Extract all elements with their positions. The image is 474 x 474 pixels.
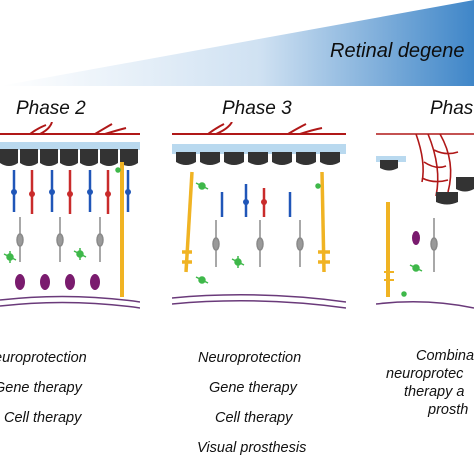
rpe-layer	[0, 149, 138, 166]
bruch-membrane	[376, 156, 406, 162]
phase-3-title: Phase 3	[222, 98, 292, 119]
microglia	[3, 167, 121, 263]
phase-2-title: Phase 2	[16, 98, 86, 119]
bruch-membrane	[0, 142, 140, 150]
bruch-membrane	[172, 144, 346, 154]
retinal-degeneration-label: Retinal degene	[330, 40, 465, 62]
nerve-fiber-layer	[376, 301, 474, 309]
phase-3-therapy-visual-prosthesis: Visual prosthesis	[197, 440, 307, 456]
phase-4-therapy-line-4: prosth	[428, 402, 469, 418]
phase-3-therapy-neuroprotection: Neuroprotection	[198, 350, 302, 366]
phase-4-title: Phas	[430, 98, 474, 119]
blood-vessels	[376, 133, 474, 197]
bipolar-cells	[430, 218, 438, 272]
phase-3-therapy-gene: Gene therapy	[209, 380, 297, 396]
phase-4-therapy-line-2: neuroprotec	[386, 366, 464, 382]
phase-2-therapy-neuroprotection: europrotection	[0, 350, 87, 366]
rpe-layer	[176, 152, 340, 165]
photoreceptors	[220, 184, 292, 217]
bipolar-cells	[212, 220, 304, 267]
bipolar-cells	[16, 217, 104, 262]
microglia	[195, 182, 321, 284]
photoreceptors	[11, 170, 131, 214]
blood-vessels	[172, 122, 346, 135]
microglia	[401, 264, 423, 297]
phase-2-retina-illustration	[0, 122, 140, 309]
nerve-fiber-layer	[172, 294, 346, 303]
degeneration-gradient-banner	[0, 0, 474, 86]
phase-3-retina-illustration	[172, 122, 346, 309]
phase-2-therapy-cell: Cell therapy	[4, 410, 82, 426]
ganglion-cells	[15, 274, 100, 290]
phase-4-retina-illustration	[376, 133, 474, 309]
blood-vessels	[0, 122, 140, 135]
phase-3-therapy-cell: Cell therapy	[215, 410, 293, 426]
phase-2-therapy-gene: Gene therapy	[0, 380, 82, 396]
ganglion-cells	[412, 231, 420, 245]
phase-4-therapy-line-3: therapy a	[404, 384, 465, 400]
phase-4-therapy-line-1: Combina	[416, 348, 474, 364]
rpe-layer	[380, 160, 474, 205]
nerve-fiber-layer	[0, 295, 140, 303]
muller-glia	[182, 171, 330, 273]
